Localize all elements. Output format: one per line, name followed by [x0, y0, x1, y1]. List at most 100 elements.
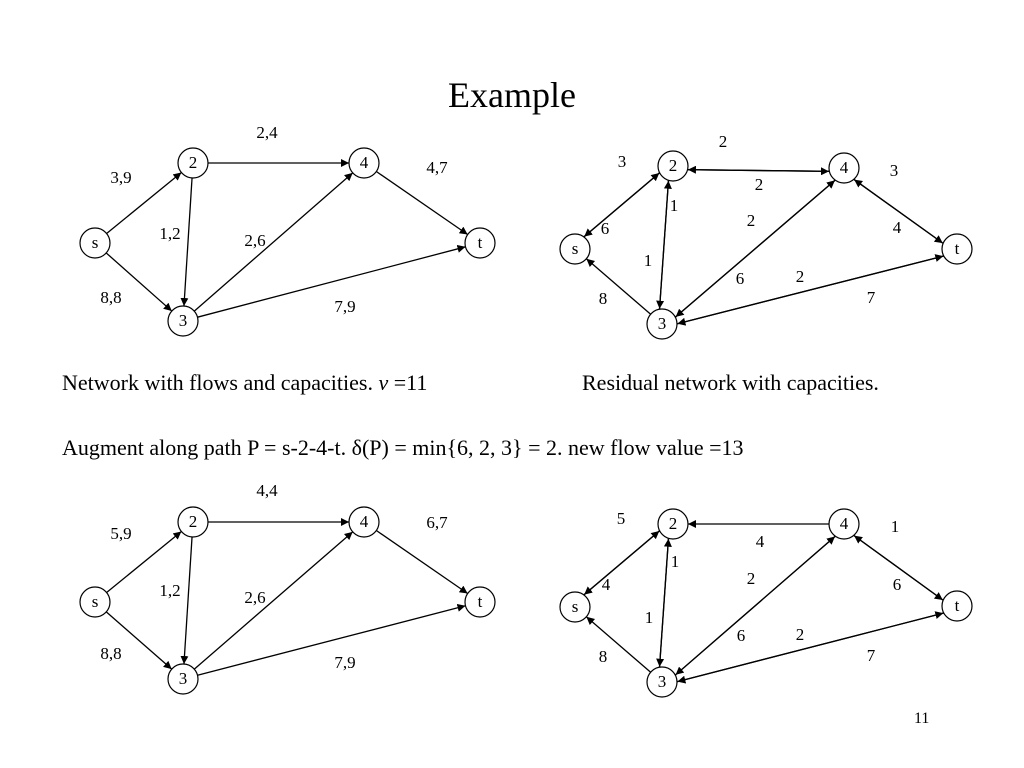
- node-s: [79, 586, 111, 618]
- edge-label-s-2: 4: [602, 575, 611, 594]
- node-label-2: 2: [189, 512, 198, 531]
- node-t: [941, 590, 973, 622]
- edge-s-3: [105, 252, 173, 312]
- edge-label-2-4: 2: [719, 132, 728, 151]
- node-t: [464, 586, 496, 618]
- edge-label-3-t: 7,9: [334, 297, 355, 316]
- edge-4-2: [687, 165, 829, 174]
- edge-3-4: [675, 179, 836, 318]
- edge-label-3-4: 2,6: [244, 588, 265, 607]
- node-label-4: 4: [360, 512, 369, 531]
- edge-label-4-t: 6,7: [426, 513, 448, 532]
- node-4: [828, 508, 860, 540]
- node-t: [941, 233, 973, 265]
- edge-label-3-t: 2: [796, 625, 805, 644]
- edge-s-3: [105, 611, 173, 670]
- edge-label-2-3: 1: [671, 552, 680, 571]
- edge-s-2: [583, 172, 660, 238]
- edge-3-4: [193, 531, 354, 670]
- edge-label-4-t: 4,7: [426, 158, 448, 177]
- flow-network-caption: Network with flows and capacities. v =11: [62, 370, 427, 396]
- augment-path-text: Augment along path P = s-2-4-t. δ(P) = m…: [62, 435, 744, 460]
- edge-label-3-2: 1: [644, 251, 653, 270]
- edge-label-2-3: 1: [670, 196, 679, 215]
- flow-value-text: =11: [393, 370, 428, 395]
- edge-s-2: [106, 530, 182, 594]
- caption-flow-text: Network with flows and capacities.: [62, 370, 373, 395]
- edge-s-2: [583, 530, 660, 596]
- node-t: [464, 227, 496, 259]
- edge-2-3: [180, 536, 193, 665]
- flow-value-symbol: v: [378, 370, 389, 395]
- edge-label-t-3: 7: [867, 288, 876, 307]
- edge-label-3-t: 7,9: [334, 653, 355, 672]
- edge-label-3-t: 2: [796, 267, 805, 286]
- node-label-t: t: [955, 239, 960, 258]
- node-label-3: 3: [658, 672, 667, 691]
- edge-t-3: [677, 255, 944, 326]
- edge-label-3-4: 2,6: [244, 231, 265, 250]
- node-3: [646, 666, 678, 698]
- node-label-2: 2: [669, 156, 678, 175]
- edge-3-4: [675, 535, 836, 676]
- node-label-t: t: [478, 233, 483, 252]
- node-3: [646, 308, 678, 340]
- edge-3-2: [658, 538, 672, 667]
- residual-network-caption: Residual network with capacities.: [582, 370, 879, 395]
- node-s: [559, 233, 591, 265]
- edge-label-t-4: 4: [893, 218, 902, 237]
- edge-label-s-2: 3,9: [110, 168, 131, 187]
- edge-label-s-3: 8,8: [100, 644, 121, 663]
- node-label-t: t: [955, 596, 960, 615]
- node-label-4: 4: [840, 158, 849, 177]
- edge-label-4-2: 4: [756, 532, 765, 551]
- edge-label-2-4: 2,4: [256, 123, 278, 142]
- node-4: [828, 152, 860, 184]
- edge-2-3: [180, 177, 193, 307]
- node-label-2: 2: [189, 153, 198, 172]
- edge-3-t: [197, 603, 466, 676]
- edge-label-3-s: 8: [599, 647, 608, 666]
- edge-t-4: [853, 535, 944, 601]
- edge-t-4: [853, 179, 944, 244]
- edge-label-t-4: 6: [893, 575, 902, 594]
- edge-s-2: [106, 171, 182, 235]
- node-2: [657, 508, 689, 540]
- edge-label-2-s: 5: [617, 509, 626, 528]
- node-4: [348, 147, 380, 179]
- edge-label-s-2: 5,9: [110, 524, 131, 543]
- edge-label-2-3: 1,2: [159, 224, 180, 243]
- edge-label-4-t: 1: [891, 517, 900, 536]
- slide-title: Example: [448, 75, 576, 115]
- edge-label-4-2: 2: [755, 175, 764, 194]
- node-3: [167, 663, 199, 695]
- node-2: [657, 150, 689, 182]
- edge-label-3-4: 6: [737, 626, 746, 645]
- edge-label-2-s: 3: [618, 152, 627, 171]
- node-label-3: 3: [658, 314, 667, 333]
- edge-3-2: [658, 180, 672, 309]
- edge-3-t: [197, 244, 466, 318]
- node-3: [167, 305, 199, 337]
- node-label-s: s: [572, 239, 579, 258]
- edge-label-4-3: 2: [747, 569, 756, 588]
- page-number: 11: [914, 710, 930, 727]
- node-label-s: s: [572, 597, 579, 616]
- node-s: [79, 227, 111, 259]
- node-label-3: 3: [179, 311, 188, 330]
- edge-label-s-3: 8,8: [100, 288, 121, 307]
- node-2: [177, 147, 209, 179]
- edge-label-2-3: 1,2: [159, 581, 180, 600]
- edge-label-s-2: 6: [601, 219, 610, 238]
- edge-label-4-3: 2: [747, 211, 756, 230]
- node-4: [348, 506, 380, 538]
- node-label-4: 4: [360, 153, 369, 172]
- edge-label-3-s: 8: [599, 289, 608, 308]
- node-label-2: 2: [669, 514, 678, 533]
- edge-label-3-4: 6: [736, 269, 745, 288]
- node-label-3: 3: [179, 669, 188, 688]
- edge-4-t: [375, 529, 469, 595]
